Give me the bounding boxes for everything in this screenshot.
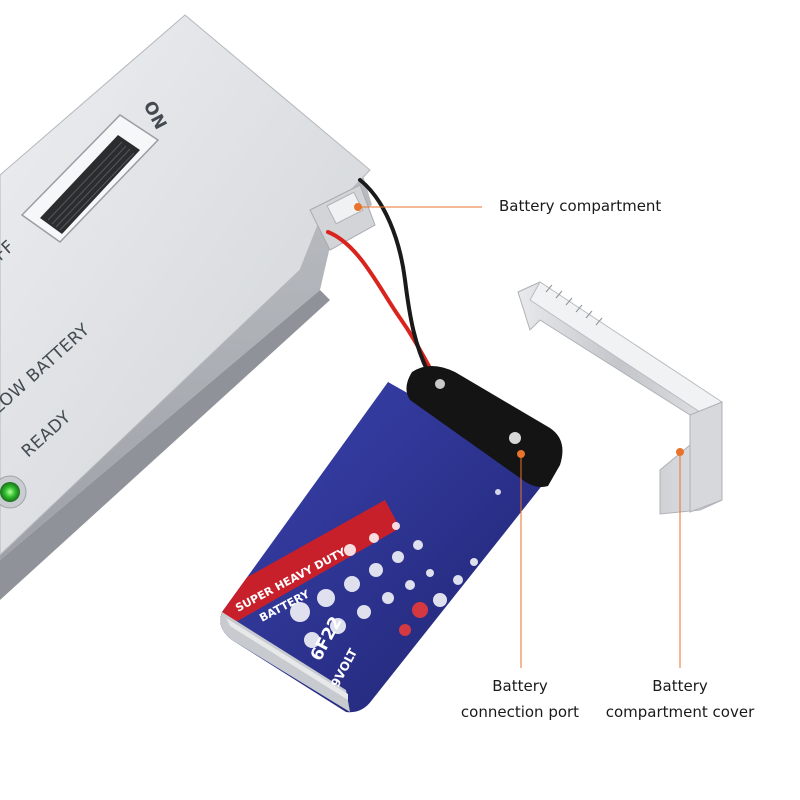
nine-volt-battery: SUPER HEAVY DUTY BATTERY 6F22 9VOLT [220, 382, 548, 713]
leader-dot-port [517, 450, 525, 458]
callout-port: Battery connection port [452, 673, 588, 725]
callout-cover-line1: Battery [652, 677, 708, 695]
compartment-cover [517, 281, 724, 515]
ready-led [0, 475, 27, 509]
callout-compartment: Battery compartment [499, 193, 661, 219]
callout-cover-line2: compartment cover [605, 703, 755, 721]
power-switch[interactable] [20, 114, 160, 243]
callout-port-line2: connection port [460, 703, 580, 721]
leader-dot-cover [676, 448, 684, 456]
callout-cover: Battery compartment cover [600, 673, 760, 725]
tester-device: ON OFF LOW BATTERY READY [0, 14, 376, 600]
callout-leaders [354, 203, 684, 668]
battery-dot-pattern [290, 522, 478, 648]
battery-wires [326, 178, 432, 374]
callout-port-line1: Battery [492, 677, 548, 695]
leader-dot-compartment [354, 203, 362, 211]
callout-compartment-text: Battery compartment [499, 197, 662, 215]
